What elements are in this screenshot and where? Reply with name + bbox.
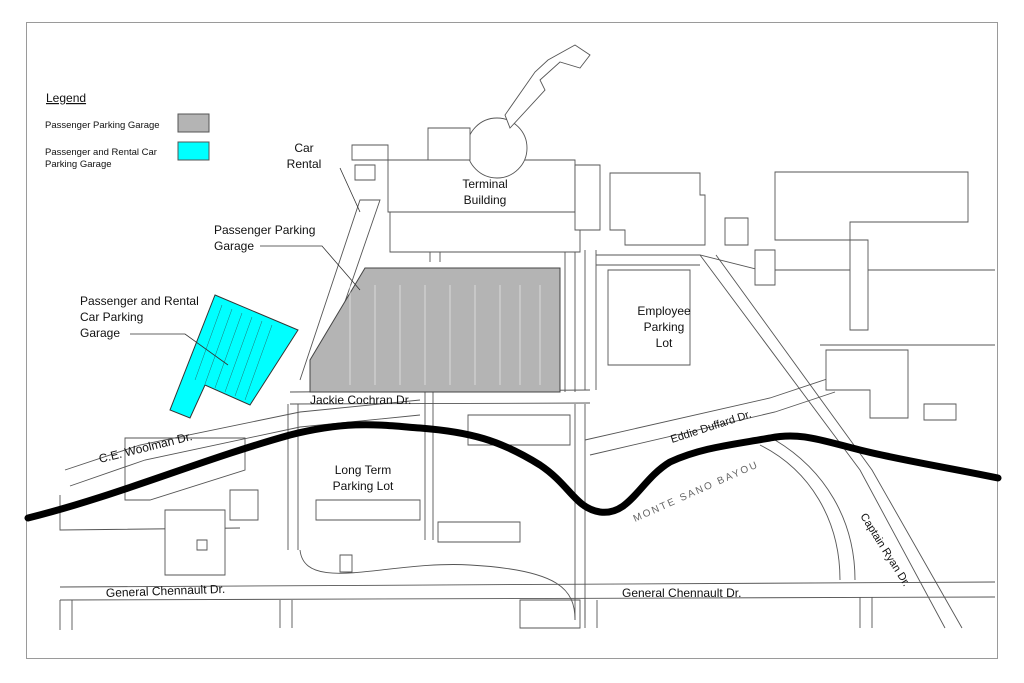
passenger-garage-label-2: Garage [214,239,254,253]
parking-aisle [244,324,273,401]
car-rental-label-1: Car [294,141,313,155]
parking-aisle [194,304,223,381]
legend-title: Legend [46,91,86,105]
legend: Legend Passenger Parking Garage Passenge… [45,91,210,170]
long-term-lot-label-1: Long Term [335,463,391,477]
ce-woolman-dr-label: C.E. Woolman Dr. [97,429,193,466]
legend-swatch-passenger [177,113,210,133]
employee-lot-label-2: Parking [644,320,685,334]
buildings [124,44,969,629]
general-chennault-dr-west-label: General Chennault Dr. [106,582,226,600]
monte-sano-bayou [24,421,1002,522]
jackie-cochran-dr-label: Jackie Cochran Dr. [310,393,411,407]
terminal-rotunda [466,117,528,179]
rental-car-parking-garage [169,294,299,419]
passenger-garage-label-1: Passenger Parking [214,223,315,237]
legend-item-rental-label-1: Passenger and Rental Car [45,147,157,158]
monte-sano-bayou-label: MONTE SANO BAYOU [632,459,761,524]
captain-ryan-dr-label: Captain Ryan Dr. [857,511,912,588]
parking-aisle [224,316,253,393]
terminal-label-1: Terminal [462,177,507,191]
long-term-lot-label-2: Parking Lot [333,479,394,493]
parking-aisle [204,308,233,385]
passenger-parking-garage [309,267,561,393]
rental-garage-label-2: Car Parking [80,310,143,324]
label-leaders [130,167,361,366]
car-rental-label-2: Rental [287,157,322,171]
area-labels: Car Rental Terminal Building Passenger P… [80,141,691,493]
employee-lot-label-3: Lot [656,336,673,350]
rental-garage-label-1: Passenger and Rental [80,294,199,308]
rental-garage-label-3: Garage [80,326,120,340]
general-chennault-dr-east-label: General Chennault Dr. [622,586,741,600]
employee-lot-label-1: Employee [637,304,691,318]
legend-item-rental-label-2: Parking Garage [45,159,112,170]
terminal-label-2: Building [464,193,507,207]
legend-swatch-rental [177,141,210,161]
legend-item-passenger-label: Passenger Parking Garage [45,120,160,131]
parking-aisle [214,312,243,389]
parking-aisle [234,320,263,397]
map-frame [26,22,998,659]
terminal-concourse [389,209,581,253]
